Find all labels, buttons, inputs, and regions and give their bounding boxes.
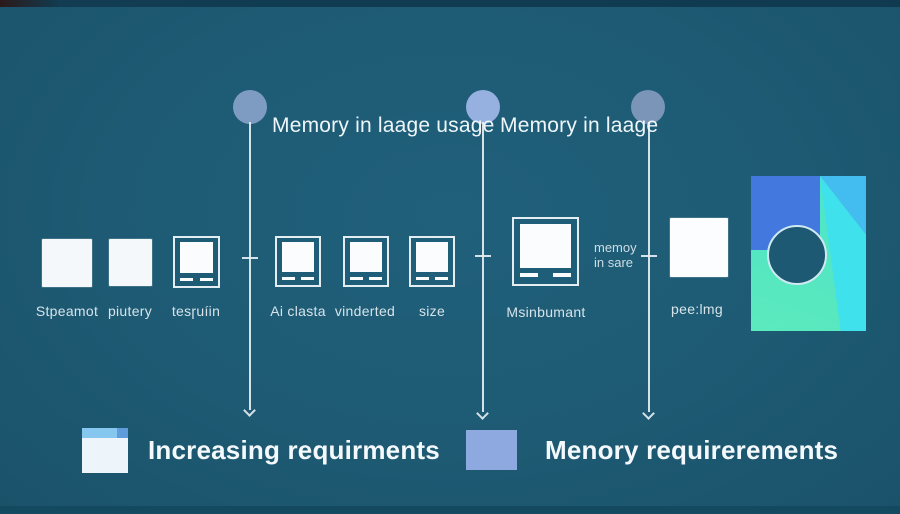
timeline-stem-1 bbox=[249, 122, 251, 410]
tick-mark-3 bbox=[641, 255, 657, 257]
window-dashes bbox=[282, 277, 314, 280]
note-line-1: memoy bbox=[594, 240, 637, 255]
note-text: memoy in sare bbox=[594, 240, 664, 270]
arrow-down-icon-1 bbox=[243, 404, 256, 417]
window-dashes bbox=[180, 278, 213, 281]
timeline-circle-3 bbox=[631, 90, 665, 124]
app-window-icon bbox=[275, 236, 321, 287]
item-label: tesɼuíin bbox=[171, 303, 221, 319]
tick-mark-1 bbox=[242, 257, 258, 259]
window-dashes bbox=[350, 277, 382, 280]
timeline-title-1: Memory in laage usage bbox=[272, 114, 495, 137]
window-content bbox=[180, 242, 213, 273]
window-header bbox=[82, 428, 128, 438]
art-circle bbox=[767, 225, 827, 285]
window-header-left bbox=[82, 428, 117, 438]
app-window-icon bbox=[173, 236, 220, 288]
top-film-strip bbox=[0, 0, 900, 7]
timeline-circle-1 bbox=[233, 90, 267, 124]
timeline-stem-3 bbox=[648, 122, 650, 412]
timeline-title-2: Memory in laage bbox=[500, 114, 659, 137]
item-label: vinderted bbox=[334, 303, 396, 319]
item-label: piutery bbox=[107, 303, 153, 319]
solid-square-icon bbox=[42, 239, 92, 287]
window-content bbox=[416, 242, 448, 272]
bottom-film-strip bbox=[0, 506, 900, 514]
app-window-icon bbox=[343, 236, 389, 287]
window-content bbox=[520, 224, 571, 268]
solid-square-icon-large bbox=[670, 218, 728, 277]
window-content bbox=[282, 242, 314, 272]
timeline-circle-2 bbox=[466, 90, 500, 124]
item-label: Ai clasta bbox=[270, 303, 326, 319]
item-label: pee:lmg bbox=[671, 301, 723, 317]
note-line-2: in sare bbox=[594, 255, 634, 270]
app-window-icon-large bbox=[512, 217, 579, 286]
window-content bbox=[350, 242, 382, 272]
timeline-stem-2 bbox=[482, 122, 484, 412]
tick-mark-2 bbox=[475, 255, 491, 257]
legend-square-swatch bbox=[466, 430, 517, 470]
item-label: Stpeamot bbox=[35, 303, 99, 319]
arrow-down-icon-3 bbox=[642, 407, 655, 420]
legend-label-1: Increasing requirments bbox=[148, 435, 440, 465]
window-dashes bbox=[520, 273, 571, 277]
legend-label-2: Menory requirerements bbox=[545, 435, 839, 465]
arrow-down-icon-2 bbox=[476, 407, 489, 420]
app-window-icon bbox=[409, 236, 455, 287]
item-label: size bbox=[418, 303, 446, 319]
abstract-art-graphic bbox=[751, 176, 866, 331]
legend-window-icon bbox=[82, 428, 128, 473]
window-header-right bbox=[116, 428, 128, 438]
solid-square-icon bbox=[109, 239, 152, 286]
window-dashes bbox=[416, 277, 448, 280]
item-label: Msinbumant bbox=[506, 304, 586, 320]
